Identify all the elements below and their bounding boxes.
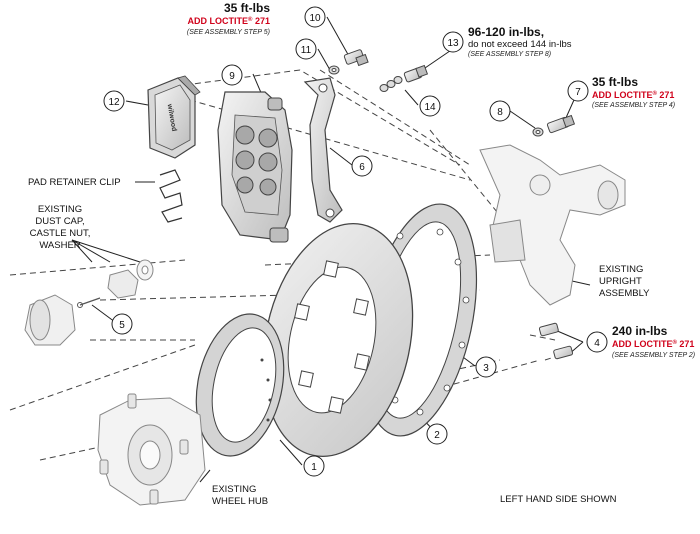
callout-circles — [103, 6, 608, 477]
callout-5 — [111, 313, 133, 335]
bolt-7 — [546, 114, 576, 134]
callout-10 — [304, 6, 326, 28]
note-callout-13: 96-120 in-lbs, do not exceed 144 in-lbs … — [468, 25, 572, 58]
callout-6 — [351, 155, 373, 177]
svg-text:ASSEMBLY: ASSEMBLY — [599, 288, 650, 299]
svg-text:UPRIGHT: UPRIGHT — [599, 276, 642, 287]
callout-1 — [303, 455, 325, 477]
svg-text:(SEE ASSEMBLY STEP 8): (SEE ASSEMBLY STEP 8) — [468, 51, 551, 58]
washers-14 — [379, 76, 403, 92]
callout-num-6: 6 — [359, 162, 365, 173]
svg-text:96-120 in-lbs,: 96-120 in-lbs, — [468, 25, 544, 39]
callout-num-7: 7 — [575, 87, 581, 98]
callout-9 — [221, 64, 243, 86]
note-callout-7: 35 ft-lbs ADD LOCTITE® 271 (SEE ASSEMBLY… — [592, 75, 675, 109]
callout-num-4: 4 — [594, 338, 600, 349]
callout-num-14: 14 — [424, 102, 436, 113]
left-hand-side-shown-label: LEFT HAND SIDE SHOWN — [500, 494, 617, 505]
callout-num-3: 3 — [483, 363, 489, 374]
brake-pads: wilwood — [147, 75, 201, 159]
svg-text:ADD LOCTITE® 271: ADD LOCTITE® 271 — [592, 90, 674, 100]
svg-text:ADD LOCTITE® 271: ADD LOCTITE® 271 — [188, 16, 270, 26]
callout-11 — [295, 38, 317, 60]
callout-num-1: 1 — [311, 462, 317, 473]
svg-text:WHEEL HUB: WHEEL HUB — [212, 496, 268, 507]
svg-text:(SEE ASSEMBLY STEP 2): (SEE ASSEMBLY STEP 2) — [612, 352, 695, 359]
hub-adapter — [195, 313, 285, 457]
svg-text:ADD LOCTITE® 271: ADD LOCTITE® 271 — [612, 339, 694, 349]
svg-text:do not exceed 144 in-lbs: do not exceed 144 in-lbs — [468, 39, 572, 50]
callout-13 — [442, 31, 464, 53]
svg-text:(SEE ASSEMBLY STEP 5): (SEE ASSEMBLY STEP 5) — [187, 29, 270, 36]
part-labels: PAD RETAINER CLIP EXISTING DUST CAP, CAS… — [28, 177, 650, 507]
pad-brand-text: wilwood — [165, 103, 177, 132]
rotor-disc — [262, 222, 414, 458]
callout-num-10: 10 — [309, 13, 321, 24]
existing-wheel-hub-label: EXISTING — [212, 484, 256, 495]
existing-upright-label: EXISTING — [599, 264, 643, 275]
caliper — [217, 91, 293, 243]
existing-dust-cap-label: EXISTING — [38, 204, 82, 215]
callout-num-9: 9 — [229, 71, 235, 82]
svg-text:CASTLE NUT,: CASTLE NUT, — [30, 228, 91, 239]
callout-num-2: 2 — [434, 430, 440, 441]
callout-8 — [489, 100, 511, 122]
callout-2 — [426, 423, 448, 445]
callout-num-13: 13 — [447, 38, 459, 49]
svg-text:35 ft-lbs: 35 ft-lbs — [224, 1, 270, 15]
svg-text:35 ft-lbs: 35 ft-lbs — [592, 75, 638, 89]
pad-retainer-clip-label: PAD RETAINER CLIP — [28, 177, 121, 188]
callout-num-12: 12 — [108, 97, 120, 108]
callout-14 — [419, 95, 441, 117]
callout-num-11: 11 — [301, 45, 312, 56]
mounting-bracket — [303, 77, 343, 223]
existing-dust-cap-group — [24, 259, 154, 346]
svg-text:DUST CAP,: DUST CAP, — [35, 216, 84, 227]
svg-text:WASHER: WASHER — [39, 240, 80, 251]
callout-7 — [567, 80, 589, 102]
washer-8 — [532, 127, 544, 137]
existing-wheel-hub — [97, 393, 206, 506]
callout-12 — [103, 90, 125, 112]
note-callout-10: 35 ft-lbs ADD LOCTITE® 271 (SEE ASSEMBLY… — [187, 1, 270, 36]
bolt-13 — [403, 64, 429, 83]
pad-retainer-clip — [159, 169, 183, 223]
svg-text:(SEE ASSEMBLY STEP 4): (SEE ASSEMBLY STEP 4) — [592, 102, 675, 109]
callout-num-8: 8 — [497, 107, 503, 118]
callout-numbers: 1 2 3 4 5 6 7 8 9 10 11 12 13 14 — [108, 13, 600, 473]
washer-11 — [328, 65, 340, 75]
callout-num-5: 5 — [119, 320, 125, 331]
callout-4 — [586, 331, 608, 353]
note-callout-4: 240 in-lbs ADD LOCTITE® 271 (SEE ASSEMBL… — [612, 324, 695, 359]
bolts-4 — [538, 322, 574, 360]
existing-upright — [479, 144, 626, 306]
bolt-10 — [343, 49, 369, 67]
callout-3 — [475, 356, 497, 378]
svg-text:240 in-lbs: 240 in-lbs — [612, 324, 668, 338]
